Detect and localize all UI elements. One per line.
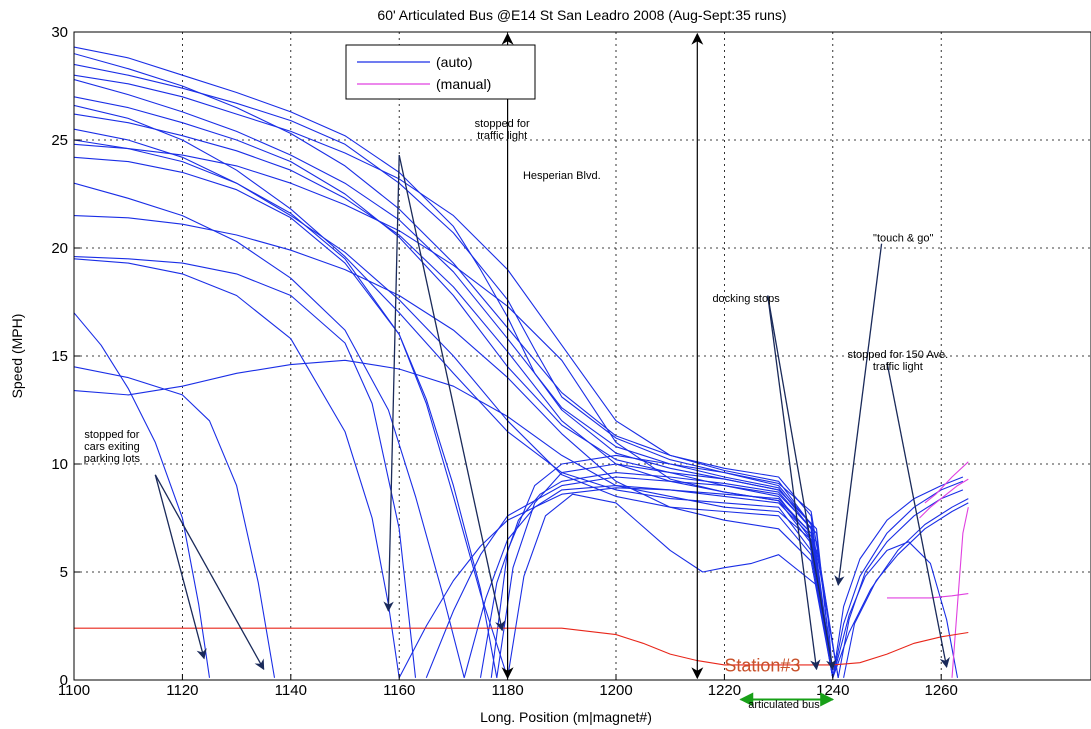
- series-line-auto: [74, 78, 834, 678]
- x-tick-label: 1240: [816, 682, 849, 699]
- series-line-auto: [507, 493, 834, 678]
- y-tick-label: 5: [60, 564, 68, 581]
- series-line-auto: [74, 182, 465, 678]
- legend-box: [345, 44, 536, 100]
- x-tick-label: 1220: [708, 682, 741, 699]
- y-tick-label: 15: [51, 348, 68, 365]
- annotation-text: cars exiting: [84, 441, 140, 453]
- annotation-arrow: [154, 474, 265, 671]
- annotation-arrow: [767, 295, 821, 671]
- annotation-arrow: [154, 474, 207, 660]
- series-line-auto: [74, 104, 834, 678]
- annotation-text: "touch & go": [873, 233, 933, 245]
- series-line-auto: [496, 463, 834, 678]
- series-line-auto: [74, 156, 498, 678]
- x-tick-label: 1100: [58, 682, 90, 699]
- annotation-arrow: [834, 243, 883, 586]
- x-tick-label: 1140: [275, 682, 307, 699]
- series-line-auto: [74, 359, 834, 678]
- series-line-auto: [843, 502, 969, 678]
- series-line-auto: [463, 485, 839, 678]
- series-line-auto: [74, 139, 509, 678]
- reference-curve: [74, 627, 969, 666]
- annotation-arrow: [398, 154, 506, 632]
- annotation-text: docking stops: [712, 293, 780, 305]
- manual-runs: [887, 461, 969, 678]
- grid-lines: [74, 32, 1091, 680]
- y-tick-label: 0: [60, 672, 68, 689]
- annotation-text: stopped for: [84, 429, 139, 441]
- annotation-text: stopped for: [475, 118, 530, 130]
- y-tick-label: 25: [51, 132, 68, 149]
- annotation-arrows: [154, 154, 950, 671]
- auto-runs: [74, 46, 969, 679]
- series-line-auto: [74, 258, 400, 678]
- series-line-manual: [887, 593, 969, 599]
- series-line-auto: [832, 480, 964, 678]
- series-line-auto: [832, 541, 959, 678]
- series-line-auto: [74, 113, 839, 678]
- annotation-arrow: [383, 155, 400, 612]
- articulated-bus-label: articulated bus: [748, 699, 820, 711]
- annotation-arrow: [767, 295, 837, 671]
- series-line-auto: [832, 498, 969, 678]
- legend-label-auto: (auto): [436, 54, 473, 70]
- chart-title: 60' Articulated Bus @E14 St San Leadro 2…: [377, 7, 786, 23]
- annotation-text: stopped for 150 Ave.: [847, 349, 948, 361]
- series-line-auto: [74, 96, 834, 678]
- x-tick-label: 1200: [599, 682, 632, 699]
- series-line-auto: [74, 215, 834, 678]
- y-axis-ticks: 0 5 10 15 20 25 30: [51, 24, 80, 689]
- y-tick-label: 20: [51, 240, 68, 257]
- series-line-auto: [74, 128, 834, 678]
- series-line-auto: [832, 476, 964, 678]
- annotation-text: Hesperian Blvd.: [523, 170, 601, 182]
- vertical-markers: [501, 32, 704, 680]
- series-line-auto: [74, 74, 834, 678]
- series-line-auto: [74, 366, 276, 678]
- x-tick-label: 1180: [491, 682, 523, 699]
- x-tick-label: 1120: [166, 682, 198, 699]
- series-line-manual: [951, 507, 969, 678]
- reference-line: [74, 627, 969, 666]
- series-line-auto: [74, 46, 834, 678]
- x-axis-ticks: 1100 1120 1140 1160 1180 1200 1220 1240 1260: [58, 674, 958, 699]
- series-line-manual: [919, 478, 969, 519]
- y-axis-label: Speed (MPH): [9, 314, 25, 399]
- legend-label-manual: (manual): [436, 76, 491, 92]
- y-tick-label: 30: [51, 24, 68, 41]
- station-label: Station#3: [724, 655, 800, 675]
- series-line-auto: [398, 487, 834, 679]
- series-line-auto: [74, 53, 834, 678]
- series-line-manual: [924, 461, 969, 504]
- annotation-text: traffic light: [477, 130, 527, 142]
- legend: (auto) (manual): [345, 44, 536, 100]
- annotation-text: parking lots: [84, 453, 141, 465]
- series-line-auto: [74, 256, 417, 678]
- x-axis-label: Long. Position (m|magnet#): [480, 709, 652, 725]
- series-line-auto: [74, 312, 211, 678]
- annotation-text: traffic light: [873, 361, 923, 373]
- annotation-arrow: [886, 362, 950, 669]
- x-tick-label: 1160: [383, 682, 415, 699]
- y-tick-label: 10: [51, 456, 68, 473]
- x-tick-label: 1260: [925, 682, 958, 699]
